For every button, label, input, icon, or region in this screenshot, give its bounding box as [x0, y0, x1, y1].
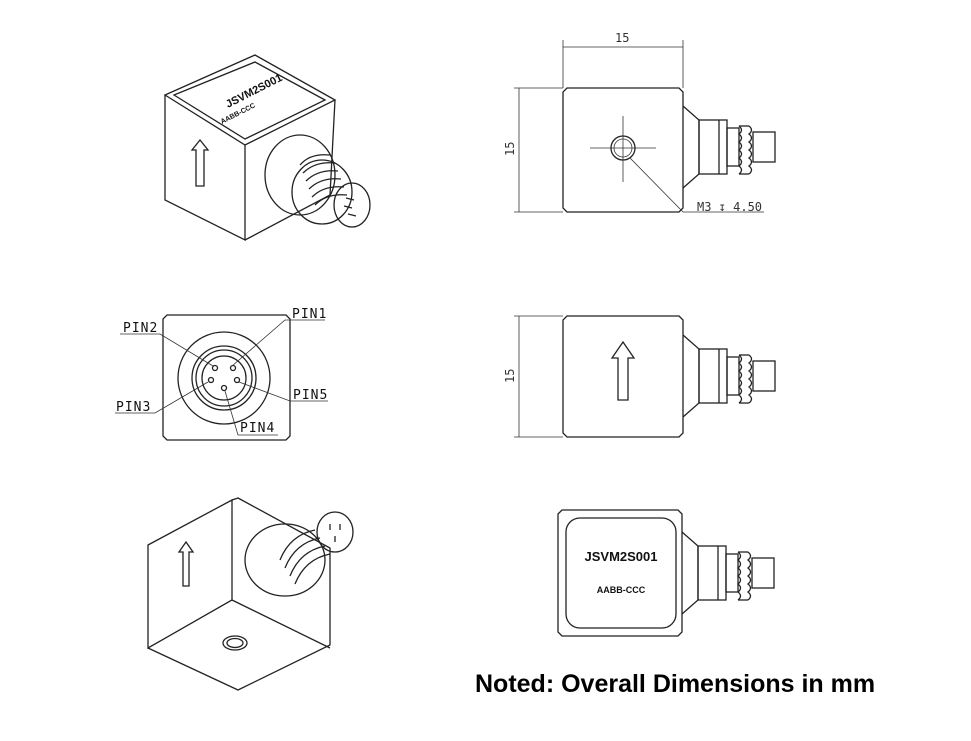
units-note: Noted: Overall Dimensions in mm — [475, 670, 876, 698]
side-height-dimension: 15 — [503, 369, 517, 383]
label-view: JSVM2S001 AABB-CCC — [557, 509, 775, 637]
pin1-label: PIN1 — [292, 307, 327, 322]
arrow-icon — [190, 138, 210, 187]
arrow-icon — [610, 340, 636, 401]
pin5-label: PIN5 — [293, 388, 328, 403]
arrow-icon — [177, 540, 195, 587]
code-label-front: AABB-CCC — [597, 585, 646, 595]
height-dimension: 15 — [503, 142, 517, 156]
pin2-label: PIN2 — [123, 321, 158, 336]
iso-view-bottom — [147, 497, 354, 691]
width-dimension: 15 — [615, 31, 629, 45]
side-view: 15 — [503, 315, 776, 438]
model-label-front: JSVM2S001 — [585, 549, 658, 564]
thread-note: M3 ↧ 4.50 — [697, 200, 762, 214]
front-view: M3 ↧ 4.50 15 15 — [503, 31, 776, 214]
pin3-label: PIN3 — [116, 400, 151, 415]
iso-view-top: JSVM2S001 AABB-CCC — [163, 54, 371, 242]
pin4-label: PIN4 — [240, 421, 275, 436]
pin-view: PIN1 PIN2 PIN3 PIN4 PIN5 — [115, 307, 328, 441]
